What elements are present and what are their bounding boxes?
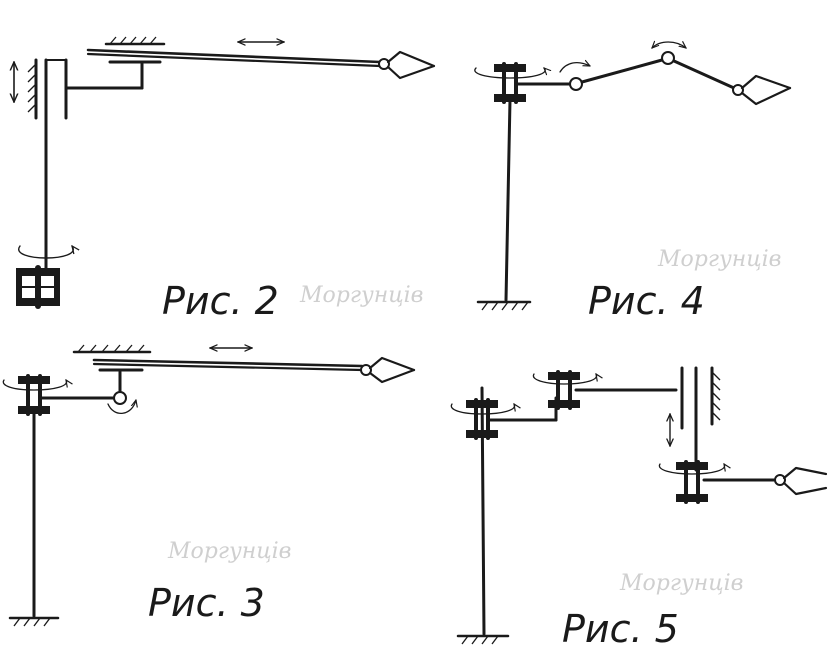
gripper-icon (732, 74, 792, 106)
ground-hatch (8, 616, 60, 627)
column-rod (480, 386, 486, 636)
figure-5-signature: Моргунців (619, 571, 743, 596)
fixed-wall-hatch (27, 58, 38, 120)
column-rod (504, 98, 512, 302)
figure-2-signature: Моргунців (299, 283, 423, 308)
figure-3-caption: Рис. 3 (148, 581, 265, 625)
hinge-joint (113, 391, 127, 405)
figure-4-scheme: Рис. 4 Моргунців (474, 42, 792, 323)
ground-hatch (476, 300, 532, 311)
figure-5-caption: Рис. 5 (562, 607, 679, 651)
guide-rail-hatch (104, 36, 166, 46)
hinge-joint (569, 77, 583, 91)
ground-hatch (456, 634, 510, 645)
telescopic-arm (92, 358, 364, 368)
gripper-icon (378, 50, 436, 80)
rotation-arrow (18, 246, 74, 259)
gripper-icon (360, 356, 416, 384)
base-bearing-block (16, 265, 60, 309)
figure-2-caption: Рис. 2 (162, 279, 279, 323)
figure-3-signature: Моргунців (167, 539, 291, 564)
rotary-joint-bearing (548, 370, 580, 410)
figure-4-caption: Рис. 4 (588, 279, 705, 323)
figure-4-signature: Моргунців (657, 247, 781, 272)
figure-2-scheme: Рис. 2 Моргунців (14, 36, 436, 323)
rotary-joint-bearing (18, 374, 50, 416)
figure-3-scheme: Рис. 3 Моргунців (2, 344, 416, 627)
figure-5-scheme: Рис. 5 Моргунців (450, 366, 828, 651)
fixed-wall-hatch (710, 366, 721, 426)
rotary-joint-bearing (676, 460, 708, 504)
guide-rail-hatch (72, 344, 152, 354)
hinge-joint (661, 51, 675, 65)
telescopic-arm (86, 48, 382, 64)
gripper-icon (774, 466, 828, 496)
